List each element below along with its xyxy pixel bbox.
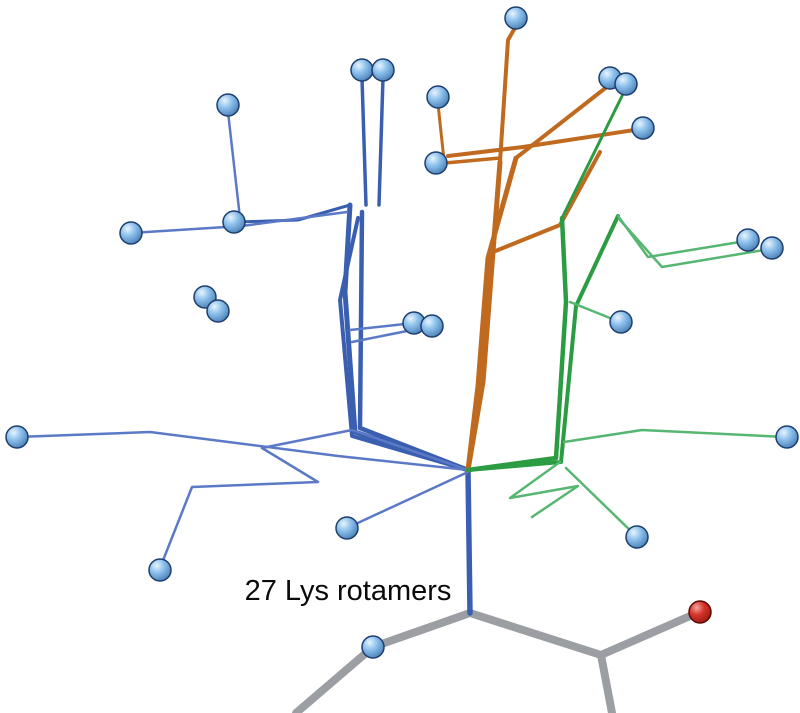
blue-rotamers-stick: [357, 209, 471, 473]
green-rotamers-stick: [562, 428, 787, 444]
nitrogen-atom: [760, 236, 784, 260]
blue-rotamers: [15, 76, 473, 616]
nitrogen-atom: [625, 525, 649, 549]
nitrogen-atom: [206, 299, 230, 323]
nitrogen-atom: [148, 558, 172, 582]
nitrogen-atom: [426, 85, 450, 109]
blue-rotamers-stick: [15, 430, 470, 472]
green-rotamers-stick: [465, 215, 569, 473]
green-rotamers: [465, 90, 787, 539]
green-rotamers-stick: [508, 460, 580, 519]
orange-rotamers: [436, 24, 643, 473]
nitrogen-atom: [5, 425, 29, 449]
green-rotamers-stick: [564, 466, 639, 539]
oxygen-atom: [688, 600, 712, 624]
blue-rotamers-stick: [465, 467, 473, 616]
orange-rotamers-stick: [491, 150, 602, 254]
blue-rotamers-stick: [377, 76, 385, 207]
orange-rotamers-stick: [436, 102, 446, 162]
orange-rotamers-stick: [446, 127, 643, 158]
atoms-group: [5, 6, 799, 659]
nitrogen-atom: [736, 228, 760, 252]
rotamer-groups: [15, 24, 787, 616]
nitrogen-atom: [222, 210, 246, 234]
nitrogen-atom: [119, 221, 143, 245]
nitrogen-atom: [504, 6, 528, 30]
green-rotamers-stick: [618, 218, 772, 269]
backbone-group: [292, 609, 701, 713]
nitrogen-atom: [361, 635, 385, 659]
blue-rotamers-stick: [360, 76, 368, 207]
orange-rotamers-stick: [443, 156, 502, 165]
orange-rotamers-stick: [465, 155, 519, 473]
orange-rotamers-stick: [498, 24, 518, 164]
nitrogen-atom: [216, 93, 240, 117]
nitrogen-atom: [775, 425, 799, 449]
nitrogen-atom: [371, 58, 395, 82]
green-rotamers-stick: [560, 90, 626, 220]
nitrogen-atom: [614, 72, 638, 96]
figure-label: 27 Lys rotamers: [245, 575, 452, 607]
backbone-stick: [466, 609, 616, 713]
blue-rotamers-stick: [158, 428, 470, 570]
green-rotamers-stick: [466, 214, 620, 472]
blue-rotamers-stick: [236, 203, 352, 224]
blue-rotamers-stick: [226, 110, 242, 220]
nitrogen-atom: [631, 116, 655, 140]
nitrogen-atom: [420, 314, 444, 338]
blue-rotamers-stick: [338, 216, 470, 472]
nitrogen-atom: [335, 516, 359, 540]
nitrogen-atom: [424, 151, 448, 175]
blue-rotamers-stick: [345, 470, 470, 530]
nitrogen-atom: [609, 310, 633, 334]
nitrogen-atom: [350, 58, 374, 82]
green-rotamers-stick: [616, 214, 748, 259]
backbone-stick: [292, 609, 474, 713]
backbone-stick: [597, 609, 701, 659]
